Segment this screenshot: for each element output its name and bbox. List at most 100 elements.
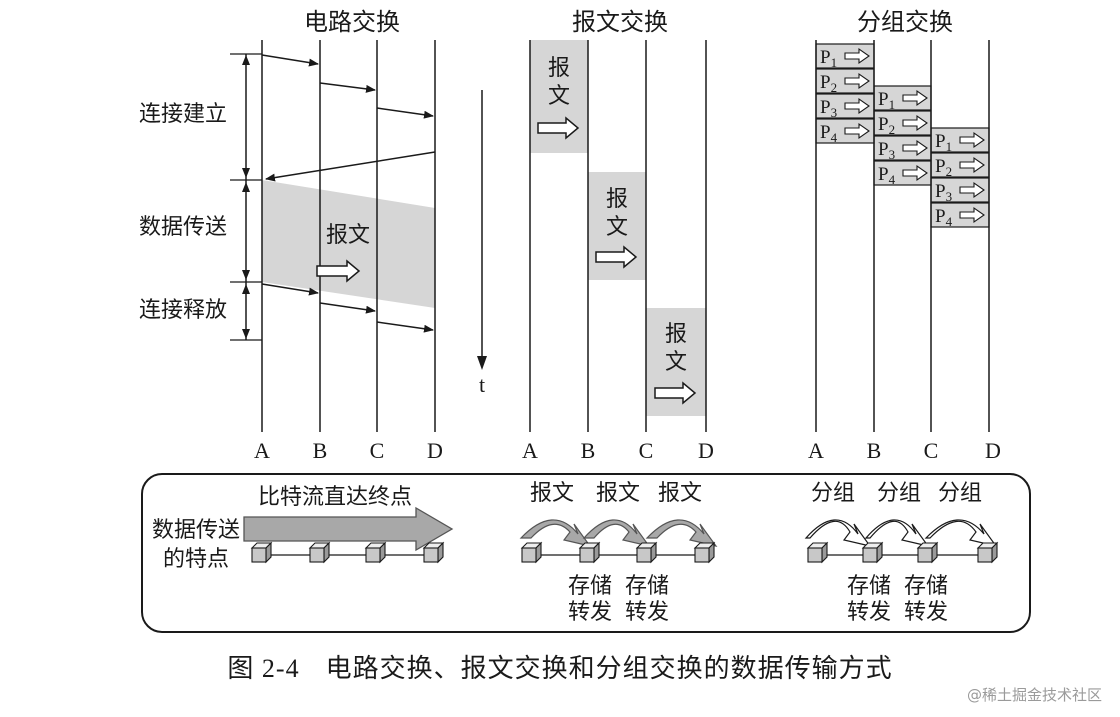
time-axis-arrowhead [477,356,487,370]
phase-release-label: 连接释放 [139,298,227,323]
node-label-c: C [370,438,385,463]
circuit-data-band [262,180,435,308]
message-char: 文 [548,84,570,109]
packet-arrow-icon [844,72,870,90]
message-char: 文 [606,215,628,240]
packet-arrow-icon [844,122,870,140]
feature-box-frame [141,473,1031,633]
packet-cell: P1 [930,127,990,154]
node-label-b: B [581,438,596,463]
hop-arrow-icon [519,519,592,547]
hop-label: 报文 [658,481,702,506]
store-forward-label: 转发 [904,600,948,625]
packet-cell: P3 [873,135,932,162]
hop-arrow-icon [645,519,718,547]
packet-cell: P3 [815,93,875,120]
store-forward-label: 转发 [568,600,612,625]
ack-arrow [265,151,436,182]
node-box-icon [250,541,273,564]
hop-arrow-icon [864,519,930,547]
packet-cell: P4 [815,118,875,145]
message-char: 报 [665,322,687,347]
node-box-icon [861,541,884,564]
circuit-message-label: 报文 [326,223,370,248]
node-label-a: A [522,438,538,463]
store-forward-label: 转发 [847,600,891,625]
node-label-b: B [867,438,882,463]
message-char: 文 [665,350,687,375]
node-label-d: D [985,438,1001,463]
store-forward-label: 存储 [625,574,669,599]
packet-cell: P2 [815,68,875,95]
packet-arrow-icon [844,47,870,65]
release-arrow [376,321,434,333]
message-block [530,40,588,153]
packet-arrow-icon [959,156,985,174]
message-char: 报 [548,56,570,81]
packet-arrow-icon [902,164,928,182]
node-label-c: C [924,438,939,463]
hop-arrow-icon [804,519,872,547]
watermark: @稀土掘金技术社区 [966,686,1102,704]
packet-cell: P2 [873,110,932,137]
feature-label: 的特点 [163,547,229,572]
hop-arrow-icon [924,519,998,547]
feature-label: 数据传送 [152,518,240,543]
packet-cell: P1 [815,43,875,70]
message-node-boxes [520,541,716,564]
bitstream-arrow-icon [243,506,454,552]
circuit-feature-text: 比特流直达终点 [258,485,412,510]
fat-arrow-icon [316,259,361,283]
message-panel: 报 文 报 文 报 文 [529,40,707,432]
store-forward-label: 存储 [847,574,891,599]
fat-arrow-icon [537,116,580,140]
packet-cell: P4 [930,202,990,229]
store-forward-label: 存储 [568,574,612,599]
release-arrow [319,302,376,314]
hop-label: 分组 [811,481,855,506]
node-box-icon [976,541,999,564]
hop-label: 分组 [938,481,982,506]
packet-cell: P3 [930,177,990,204]
node-box-icon [578,541,601,564]
setup-arrow [319,82,376,93]
caption-number: 图 2-4 [227,654,300,683]
node-box-icon [693,541,716,564]
node-label-c: C [639,438,654,463]
packet-arrow-icon [959,206,985,224]
node-box-icon [806,541,829,564]
time-label: t [479,372,485,397]
fat-arrow-icon [595,245,638,269]
packet-arrow-icon [844,97,870,115]
fat-arrow-icon [654,381,697,405]
hop-label: 报文 [596,481,640,506]
node-box-icon [916,541,939,564]
store-forward-label: 转发 [625,600,669,625]
release-arrow [261,283,319,296]
circuit-panel: 报文 连接建立 数据传送 连接释放 [139,40,436,432]
node-label-a: A [808,438,824,463]
setup-arrow [261,54,319,67]
packet-arrow-icon [959,131,985,149]
phase-setup-label: 连接建立 [139,102,227,127]
packet-arrow-icon [902,114,928,132]
message-hop-arrows [519,519,718,547]
node-box-icon [520,541,543,564]
node-box-icon [364,541,387,564]
title-circuit: 电路交换 [304,8,400,36]
phase-transfer-label: 数据传送 [139,215,227,240]
node-labels: A B C D A B C D A B C D [254,438,1001,463]
title-message: 报文交换 [572,8,668,36]
hop-arrow-icon [582,519,651,547]
node-label-a: A [254,438,270,463]
node-box-icon [308,541,331,564]
node-label-b: B [313,438,328,463]
packet-cell: P2 [930,152,990,179]
packet-arrow-icon [902,89,928,107]
packet-cell: P4 [873,160,932,187]
